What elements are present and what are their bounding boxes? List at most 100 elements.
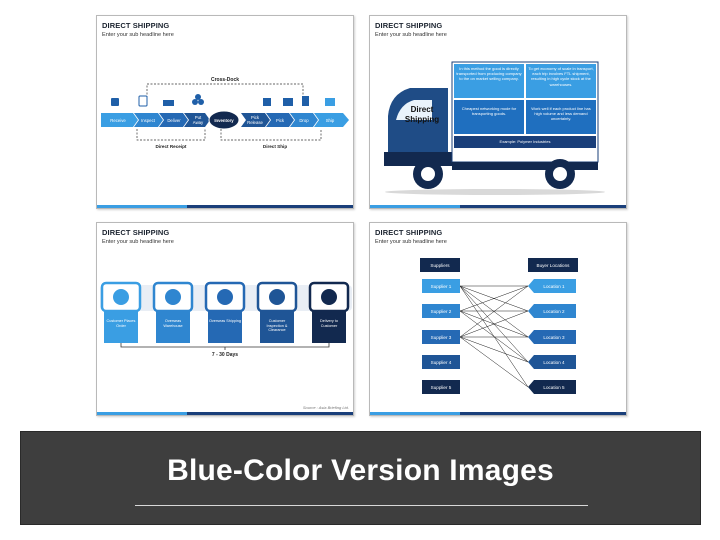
buyers-header: Buyer Locations xyxy=(537,263,571,268)
slide-thumbnail-4[interactable]: DIRECT SHIPPING Enter your sub headline … xyxy=(369,222,627,416)
slide-subtitle: Enter your sub headline here xyxy=(102,32,174,38)
supplier-boxes xyxy=(422,279,460,394)
chevron-ship xyxy=(314,113,349,127)
source-note: Source : Asia Briefing Ltd. xyxy=(302,405,349,410)
globe-icon xyxy=(217,289,233,305)
stage-label-4: Customer Inspection & Clearance xyxy=(266,319,288,333)
stage-label-2: Overseas Warehouse xyxy=(163,319,183,328)
step-receive: Receive xyxy=(110,118,126,123)
cart-icon xyxy=(113,289,129,305)
supplier-5: Supplier 5 xyxy=(431,385,452,390)
delivery-truck-icon xyxy=(321,289,337,305)
banner-title: Blue-Color Version Images xyxy=(167,454,554,487)
suppliers-header-box xyxy=(420,258,460,272)
process-flow-diagram: Cross-Dock xyxy=(101,77,349,149)
supplier-1: Supplier 1 xyxy=(431,284,452,289)
chevron-inspect xyxy=(134,113,163,127)
step-deliver: Deliver xyxy=(167,118,181,123)
cell-1-text: In this method the good is directly tran… xyxy=(456,66,522,82)
location-arrows xyxy=(528,279,576,394)
slide-title: DIRECT SHIPPING xyxy=(102,21,170,30)
cross-dock-label: Cross-Dock xyxy=(211,77,239,83)
step-inspect: Inspect xyxy=(141,118,156,123)
slide-title: DIRECT SHIPPING xyxy=(375,228,443,237)
version-banner: Blue-Color Version Images xyxy=(20,431,701,525)
process-icons xyxy=(111,94,335,107)
example-bar xyxy=(454,136,596,148)
connection-lines xyxy=(459,285,529,388)
stage-diagram: 7 - 30 Days xyxy=(100,281,352,358)
deliver-truck-icon xyxy=(163,100,174,106)
cross-dock-line xyxy=(146,83,304,98)
example-text: Example: Polymer Industries xyxy=(499,139,551,144)
network-diagram: Suppliers Buyer Locations Supplier 1 Sup… xyxy=(420,258,578,394)
suppliers-header: Suppliers xyxy=(430,263,450,268)
cell-4 xyxy=(526,100,596,134)
clipboard-icon xyxy=(269,289,285,305)
chevron-put-away xyxy=(184,113,210,127)
direct-ship-label: Direct Ship xyxy=(263,144,287,149)
cell-2-text: To get economy of scale in transport, ea… xyxy=(528,66,594,87)
step-pick-2: Pick xyxy=(276,118,285,123)
pick-icon xyxy=(283,98,293,106)
slide-subtitle: Enter your sub headline here xyxy=(375,239,447,245)
ship-icon xyxy=(325,98,335,106)
inspect-icon xyxy=(138,95,148,107)
supplier-3: Supplier 3 xyxy=(431,335,452,340)
chevron-receive xyxy=(101,113,138,127)
truck-label-2: Shipping xyxy=(405,115,439,124)
slide-title: DIRECT SHIPPING xyxy=(375,21,443,30)
pick-release-icon xyxy=(263,98,271,106)
slide-thumbnail-3[interactable]: DIRECT SHIPPING Enter your sub headline … xyxy=(96,222,354,416)
slide-subtitle: Enter your sub headline here xyxy=(102,239,174,245)
slide-thumbnail-1[interactable]: DIRECT SHIPPING Enter your sub headline … xyxy=(96,15,354,209)
stage-label-3: Overseas Shipping xyxy=(208,319,242,323)
truck-label-1: Direct xyxy=(411,105,434,114)
stage-label-5: Delivery to Customer xyxy=(320,319,338,328)
location-3: Location 3 xyxy=(543,335,565,340)
location-1: Location 1 xyxy=(543,284,565,289)
location-2: Location 2 xyxy=(543,309,565,314)
buyers-header-box xyxy=(528,258,578,272)
slide-bottom-bar xyxy=(370,412,626,415)
location-4: Location 4 xyxy=(543,360,565,365)
step-pick: Pick xyxy=(251,115,260,120)
chevron-drop xyxy=(290,113,318,127)
banner-divider xyxy=(135,505,588,506)
location-5: Location 5 xyxy=(543,385,565,390)
step-away: Away xyxy=(193,120,204,125)
inventory-node xyxy=(208,110,240,130)
warehouse-icon xyxy=(165,289,181,305)
chevron-pick xyxy=(266,113,294,127)
truck-diagram: Direct Shipping xyxy=(384,61,605,195)
slide-bottom-bar xyxy=(97,412,353,415)
slide-bottom-bar xyxy=(97,205,353,208)
chevron-row xyxy=(101,110,349,130)
step-inventory: Inventory xyxy=(214,118,234,123)
truck-window xyxy=(396,100,432,120)
step-ship: Ship xyxy=(326,118,335,123)
duration-label: 7 - 30 Days xyxy=(212,352,238,358)
stage-label-1: Customer Places Order xyxy=(106,319,136,328)
direct-receipt-label: Direct Receipt xyxy=(156,144,187,149)
slide-subtitle: Enter your sub headline here xyxy=(375,32,447,38)
stage-icons xyxy=(113,289,337,305)
cell-3 xyxy=(454,100,524,134)
slide-bottom-bar xyxy=(370,205,626,208)
chevron-pick-release xyxy=(241,113,270,127)
cell-4-text: Work well if each product line has high … xyxy=(531,106,591,122)
supplier-2: Supplier 2 xyxy=(431,309,452,314)
put-away-icon xyxy=(192,99,198,105)
supplier-4: Supplier 4 xyxy=(431,360,452,365)
cell-2 xyxy=(526,64,596,98)
receive-icon xyxy=(111,98,119,106)
slide-thumbnail-2[interactable]: DIRECT SHIPPING Enter your sub headline … xyxy=(369,15,627,209)
step-release: Release xyxy=(247,120,263,125)
step-drop: Drop xyxy=(299,118,309,123)
cell-3-text: Cheapest networking mode for transportin… xyxy=(461,106,517,117)
chevron-deliver xyxy=(159,113,188,127)
cell-1 xyxy=(454,64,524,98)
drop-icon xyxy=(302,96,309,106)
step-put: Put xyxy=(195,115,202,120)
